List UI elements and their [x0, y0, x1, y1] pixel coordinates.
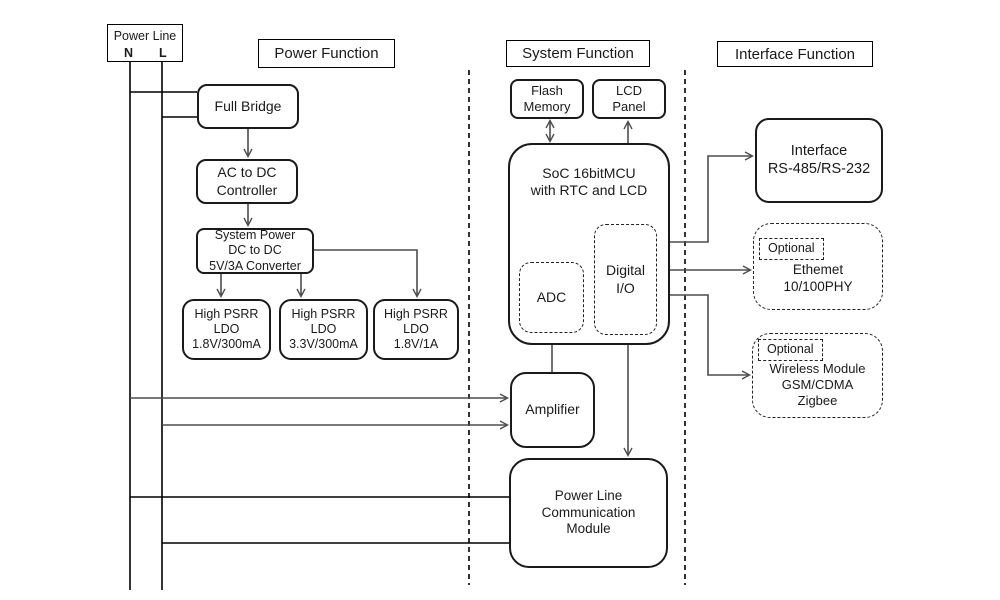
block-amplifier-label: Amplifier	[525, 401, 580, 418]
block-ethernet: Optional Ethemet 10/100PHY	[753, 223, 883, 310]
block-digital-io: Digital I/O	[594, 224, 657, 335]
section-title-power: Power Function	[258, 39, 395, 68]
block-system-power: System Power DC to DC 5V/3A Converter	[196, 228, 314, 274]
power-line-source-box: Power Line N L	[107, 24, 183, 62]
terminal-l-label: L	[159, 46, 167, 60]
block-plc-module: Power Line Communication Module	[509, 458, 668, 568]
block-adc: ADC	[519, 262, 584, 333]
block-wireless: Optional Wireless Module GSM/CDMA Zigbee	[752, 333, 883, 418]
section-title-system-label: System Function	[522, 45, 634, 62]
block-flash-memory: Flash Memory	[510, 79, 584, 119]
block-ldo-1v8-300ma: High PSRR LDO 1.8V/300mA	[182, 299, 271, 360]
block-wireless-label: Wireless Module GSM/CDMA Zigbee	[769, 361, 866, 409]
block-lcd-panel: LCD Panel	[592, 79, 666, 119]
block-full-bridge: Full Bridge	[197, 84, 299, 129]
ethernet-optional-tag: Optional	[759, 238, 824, 261]
block-plc-module-label: Power Line Communication Module	[541, 488, 636, 537]
block-interface-serial: Interface RS-485/RS-232	[755, 118, 883, 203]
block-ethernet-label: Ethemet 10/100PHY	[783, 262, 853, 294]
block-adc-label: ADC	[536, 288, 567, 305]
block-soc: SoC 16bitMCU with RTC and LCD	[508, 143, 670, 345]
block-full-bridge-label: Full Bridge	[214, 97, 282, 114]
section-title-interface: Interface Function	[717, 41, 873, 67]
block-flash-memory-label: Flash Memory	[523, 83, 571, 114]
block-digital-io-label: Digital I/O	[606, 262, 645, 296]
arrow-syspower-to-ldo3	[314, 249, 417, 296]
block-system-power-label: System Power DC to DC 5V/3A Converter	[209, 228, 301, 273]
block-ldo-1v8-300ma-label: High PSRR LDO 1.8V/300mA	[192, 306, 261, 352]
arrow-digitalio-serial-bidir	[663, 156, 752, 242]
section-title-interface-label: Interface Function	[734, 45, 856, 63]
block-interface-serial-label: Interface RS-485/RS-232	[767, 142, 871, 177]
block-ac-dc-controller-label: AC to DC Controller	[216, 164, 278, 198]
block-ac-dc-controller: AC to DC Controller	[196, 159, 298, 204]
block-ldo-3v3-300ma: High PSRR LDO 3.3V/300mA	[279, 299, 368, 360]
arrow-digitalio-wireless-bidir	[663, 295, 749, 375]
block-amplifier: Amplifier	[510, 372, 595, 448]
block-ldo-1v8-1a: High PSRR LDO 1.8V/1A	[373, 299, 459, 360]
block-lcd-panel-label: LCD Panel	[612, 83, 646, 114]
terminal-n-label: N	[124, 46, 134, 60]
block-soc-label: SoC 16bitMCU with RTC and LCD	[530, 165, 648, 199]
section-title-power-label: Power Function	[274, 45, 379, 62]
wireless-optional-tag: Optional	[758, 339, 823, 362]
block-ldo-3v3-300ma-label: High PSRR LDO 3.3V/300mA	[289, 306, 358, 352]
block-ldo-1v8-1a-label: High PSRR LDO 1.8V/1A	[384, 306, 448, 352]
power-line-title: Power Line	[113, 29, 177, 43]
section-title-system: System Function	[506, 40, 650, 67]
